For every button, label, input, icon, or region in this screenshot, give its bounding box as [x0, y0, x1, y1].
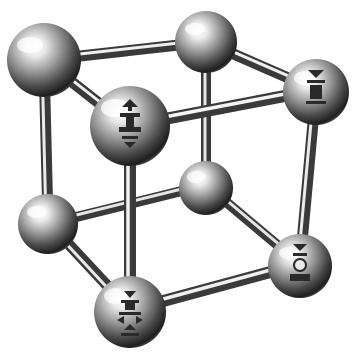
sphere-back-bottom-left: [18, 194, 78, 254]
sphere-back-top-left: [7, 23, 81, 97]
sphere-back-top-right: [175, 11, 237, 73]
sphere-front-bottom-left: [94, 276, 166, 348]
sphere-back-bottom-right: [179, 161, 233, 215]
sphere-front-bottom-right: [268, 234, 332, 298]
sphere-front-top-right: [283, 59, 349, 125]
sphere-front-top-left: [90, 86, 170, 166]
